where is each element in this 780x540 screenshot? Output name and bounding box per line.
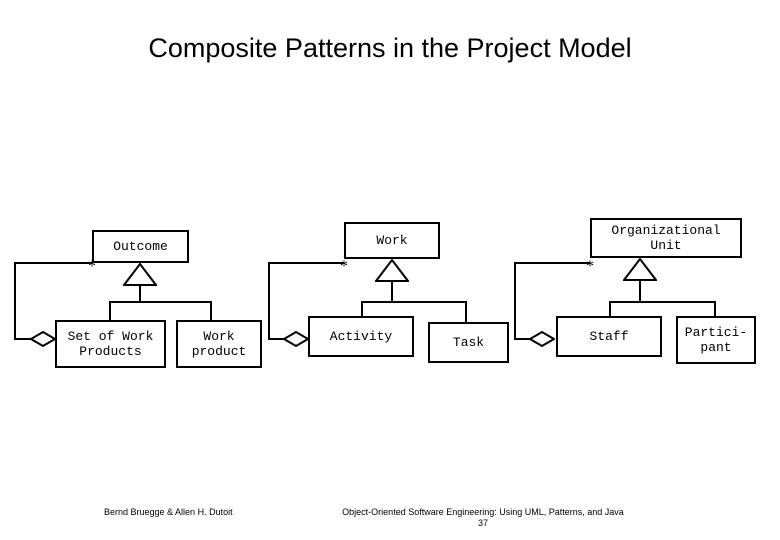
org-multiplicity-star: * (586, 258, 594, 275)
class-box-work: Work (344, 222, 440, 259)
work-gen-crossbar (361, 301, 467, 303)
work-aggregation-diamond (282, 330, 310, 348)
work-loop-vertical (268, 262, 270, 338)
work-loop-bottom (268, 338, 294, 340)
org-loop-top (514, 262, 590, 264)
work-multiplicity-star: * (340, 258, 348, 275)
outcome-loop-bottom (14, 338, 40, 340)
work-generalization-triangle (373, 258, 411, 282)
page-title: Composite Patterns in the Project Model (148, 33, 632, 63)
outcome-gen-crossbar (109, 301, 212, 303)
org-gen-branch-right (714, 301, 716, 317)
outcome-multiplicity-star: * (88, 258, 96, 275)
work-loop-top (268, 262, 344, 264)
class-box-activity: Activity (308, 316, 414, 357)
class-box-set-of-work-products: Set of Work Products (55, 320, 166, 368)
class-box-set-of-work-products-label-1: Set of Work (67, 329, 154, 344)
class-box-participant-label-2: pant (700, 340, 732, 355)
org-gen-crossbar (609, 301, 716, 303)
class-box-work-product-label-1: Work (203, 329, 235, 344)
footer-page-number: 37 (477, 518, 488, 528)
outcome-gen-branch-left (109, 301, 111, 321)
work-gen-branch-right (465, 301, 467, 323)
work-gen-stem (391, 281, 393, 301)
org-generalization-triangle (621, 257, 659, 281)
class-box-outcome-label: Outcome (113, 239, 168, 254)
outcome-generalization-triangle (121, 262, 159, 286)
class-box-outcome: Outcome (92, 230, 189, 263)
outcome-gen-branch-right (210, 301, 212, 321)
class-box-organizational-unit-label-2: Unit (650, 238, 682, 253)
footer-author: Bernd Bruegge & Allen H. Dutoit (104, 507, 233, 517)
org-gen-stem (639, 280, 641, 301)
work-gen-branch-left (361, 301, 363, 317)
outcome-loop-vertical (14, 262, 16, 338)
class-box-work-product-label-2: product (191, 344, 247, 359)
org-loop-bottom (514, 338, 540, 340)
footer-book-info: Object-Oriented Software Engineering: Us… (318, 507, 648, 529)
org-gen-branch-left (609, 301, 611, 317)
class-box-task: Task (428, 322, 509, 363)
class-box-task-label: Task (452, 335, 485, 350)
org-loop-vertical (514, 262, 516, 338)
outcome-gen-stem (139, 285, 141, 303)
footer-book-title: Object-Oriented Software Engineering: Us… (342, 507, 624, 517)
class-box-participant-label-1: Partici- (684, 325, 748, 340)
class-box-organizational-unit-label-1: Organizational (611, 223, 721, 238)
class-box-staff: Staff (556, 316, 662, 357)
class-box-organizational-unit: Organizational Unit (590, 218, 742, 258)
outcome-loop-top (14, 262, 92, 264)
class-box-work-label: Work (376, 233, 408, 248)
class-box-work-product: Work product (176, 320, 262, 368)
class-box-staff-label: Staff (589, 329, 629, 344)
outcome-aggregation-diamond (29, 330, 57, 348)
class-box-activity-label: Activity (329, 329, 393, 344)
class-box-participant: Partici- pant (676, 316, 756, 364)
class-box-set-of-work-products-label-2: Products (79, 344, 142, 359)
org-aggregation-diamond (528, 330, 556, 348)
